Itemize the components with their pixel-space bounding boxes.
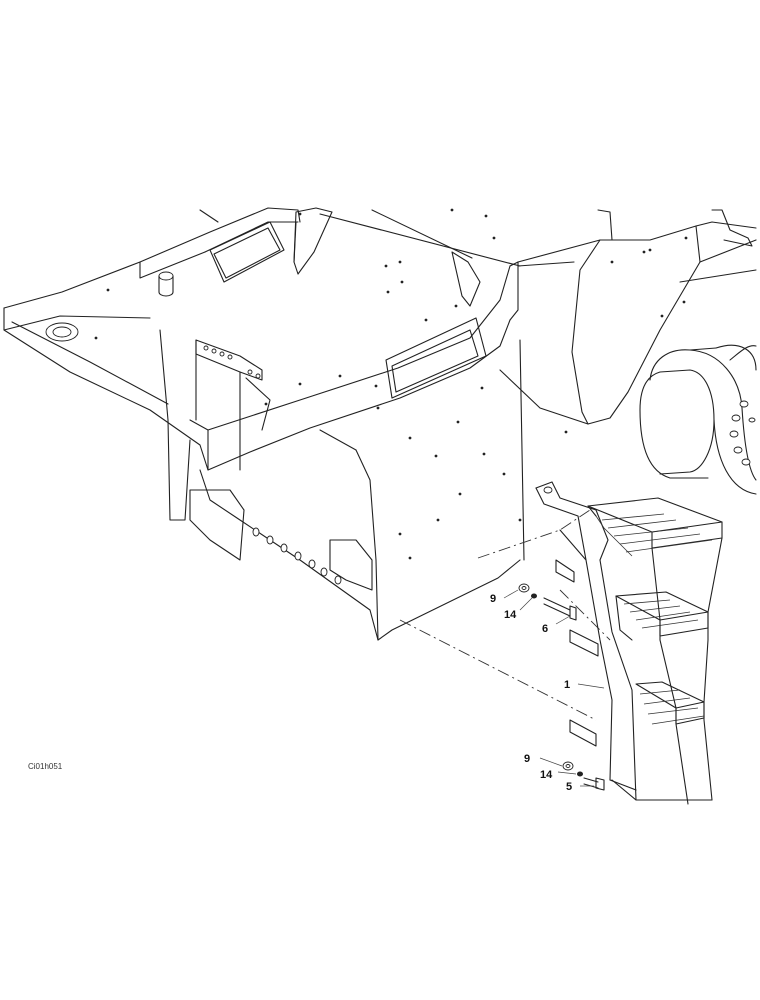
assembly-center-lines [399, 509, 611, 721]
machine-frame [3, 207, 757, 641]
drawing-reference-code: Ci01h051 [28, 762, 63, 771]
callout-9-lower: 9 [524, 753, 530, 765]
callout-9-upper: 9 [490, 593, 496, 605]
step-ladder-assembly [535, 481, 723, 805]
callout-14-lower: 14 [540, 769, 553, 781]
callout-5: 5 [566, 781, 572, 793]
callout-6: 6 [542, 623, 548, 635]
callout-14-upper: 14 [504, 609, 517, 621]
callout-1: 1 [564, 679, 570, 691]
leader-lines [503, 589, 605, 787]
upper-fasteners [518, 583, 577, 621]
